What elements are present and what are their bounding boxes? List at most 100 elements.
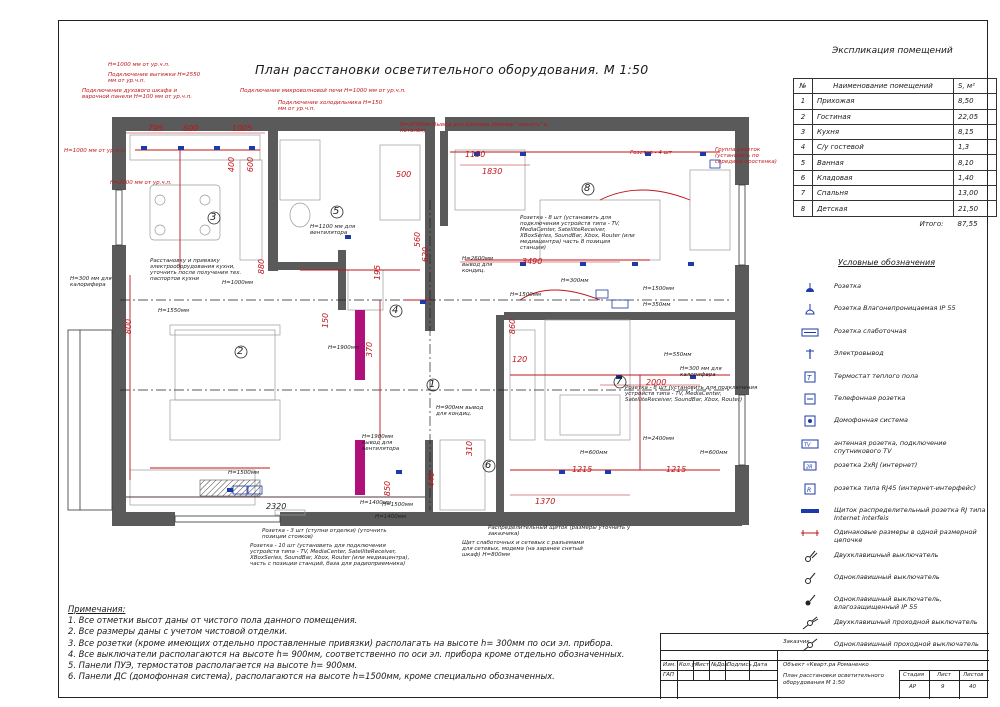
legend-item: 2R розетка 2хRJ (интернет) (800, 457, 990, 479)
dim-800: 800 (124, 318, 134, 335)
legend-text: Розетка слаботочная (834, 326, 907, 335)
room-number-3: 3 (210, 212, 217, 223)
annotation-calorifer: H=300 мм для калорифера (70, 276, 112, 288)
dim-370: 370 (365, 341, 375, 358)
room-number-4: 4 (392, 305, 399, 316)
annotation-fan: H=1100 мм для вентилятора (310, 224, 356, 236)
floor-plan (67, 117, 749, 526)
note-item: 2. Все размеры даны с учетом чистовой от… (68, 626, 288, 637)
double-pass-switch-icon (802, 616, 819, 630)
annotation-h1500-c: H=1500мм (228, 470, 260, 476)
dim-room7-b: 1215 (572, 465, 593, 474)
dim-bottom: 2320 (266, 502, 287, 511)
note-item: 5. Панели ПУЭ, термостатов располагается… (68, 660, 358, 671)
room-area: 8,10 (953, 154, 997, 171)
rj45-single-icon: R (804, 483, 816, 495)
legend-item: T Термостат теплого пола (800, 368, 990, 390)
legend-title: Условные обозначения (838, 258, 936, 267)
note-item: 3. Все розетки (кроме имеющих отдельно п… (68, 637, 614, 648)
header-name: Наименование помещений (812, 77, 954, 95)
title-block: Заказчик Изм. Кол.уч Лист №Док. Подпись … (660, 633, 989, 699)
dim-120: 120 (512, 355, 528, 364)
annotation-hood: Подключение вытяжки H=2550 мм от ур.ч.п. (108, 72, 201, 84)
dim-600: 600 (246, 156, 256, 173)
walls (112, 117, 749, 526)
dim-620: 620 (421, 246, 431, 263)
annotation-oven: Подключение духового шкафа и варочной па… (82, 88, 192, 100)
legend-text: розетка 2хRJ (интернет) (834, 461, 918, 470)
annotation-sockets-3: Розетка - 3 шт (ступни отделки) (уточнит… (262, 528, 387, 540)
room-name: С/у гостевой (812, 139, 954, 156)
tb-sheet-title: План расстановки осветительного оборудов… (783, 673, 885, 686)
annotation-sockets-8-a: Розетка - 8 шт (установить для подключен… (520, 215, 635, 251)
notes-heading: Примечания: (68, 604, 126, 614)
dims-chain-icon (801, 530, 819, 537)
room-name: Прихожая (812, 93, 954, 110)
legend-text: Одинаковые размеры в одной размерной цеп… (834, 528, 977, 545)
dim-310: 310 (465, 440, 475, 457)
dim-850: 850 (383, 480, 393, 497)
row-number: 1 (793, 93, 813, 110)
dim-room7-c: 1215 (666, 465, 687, 474)
annotation-kitchen-note: Расстановку и привязку электрооборудован… (150, 258, 242, 282)
note-item: 1. Все отметки высот даны от чистого пол… (68, 615, 358, 626)
dim-room8-b: 1830 (482, 167, 503, 176)
annotation-h1550: H=1550мм (158, 308, 190, 314)
antenna-socket-icon: TV (801, 439, 819, 449)
room-number-1: 1 (429, 379, 436, 390)
annotation-sockets-10: Розетка - 10 шт (установить для подключе… (250, 543, 410, 567)
room-area: 21,50 (953, 200, 997, 217)
legend-text: Домофонная система (834, 416, 908, 425)
annotation-sockets-8-b: Розетка - 8 шт (установить для подключен… (625, 385, 758, 403)
room-number-7: 7 (616, 376, 623, 387)
row-number: 4 (793, 139, 813, 156)
legend-item: Двухклавишный выключатель (800, 547, 990, 569)
row-number: 5 (793, 154, 813, 171)
room-name: Детская (812, 200, 954, 217)
room-number-2: 2 (237, 346, 244, 357)
socket-icon (806, 283, 814, 292)
legend-text: Телефонная розетка (834, 393, 906, 402)
annotation-h1500-b: H=1500мм (643, 286, 675, 292)
room-number-6: 6 (485, 460, 492, 471)
single-switch-ip55-icon (805, 595, 816, 606)
dim-150: 150 (321, 312, 331, 329)
row-number: 3 (793, 123, 813, 141)
annotation-h300: H=300мм (561, 278, 589, 284)
note-item: 6. Панели ДС (домофонная система), распо… (68, 671, 555, 682)
note-item: 4. Все выключатели располагаются на высо… (68, 648, 625, 659)
legend-item: Одноклавишный выключатель (800, 569, 990, 591)
annotation-panel: Распределительный щиток (размеры уточнит… (488, 525, 631, 537)
tb-col-izm: Изм. (663, 662, 676, 668)
tb-sheets: 40 (969, 684, 976, 690)
annotation-sockets-4: Розетка - 4 шт (630, 150, 672, 156)
dim-560: 560 (413, 231, 423, 248)
tb-sheet: 9 (941, 684, 945, 690)
room-name: Ванная (812, 154, 954, 171)
double-switch-icon (805, 550, 818, 562)
cable-output-icon (806, 349, 814, 360)
svg-text:2R: 2R (806, 465, 813, 471)
legend-text: антенная розетка, подключение спутниково… (834, 438, 947, 455)
legend: Розетка Розетка Влагонепроницаемая IP 55… (800, 278, 990, 659)
annotation-1: H=1000 мм от ур.ч.п. (108, 62, 170, 68)
tb-stage-label: Стадия (903, 672, 925, 678)
room-area: 8,15 (953, 123, 997, 141)
svg-text:T: T (807, 374, 812, 382)
legend-item: Одноклавишный выключатель, влагозащищенн… (800, 591, 990, 613)
header-area: S, м² (953, 77, 997, 95)
annotation-h1400-b: H=1400мм (375, 514, 407, 520)
annotation-h350: H=350мм (643, 302, 671, 308)
legend-text: Электровывод (834, 349, 884, 358)
dim-400: 400 (227, 156, 237, 173)
annotation-boiler: H=2000мм Вывод для бойлера (бойлер "заши… (400, 122, 548, 134)
annotation-h2400: H=2400мм (643, 436, 675, 442)
annotation-h1900: H=1900мм (328, 345, 360, 351)
row-number: 6 (793, 169, 813, 187)
room-area: 1,40 (953, 169, 997, 187)
